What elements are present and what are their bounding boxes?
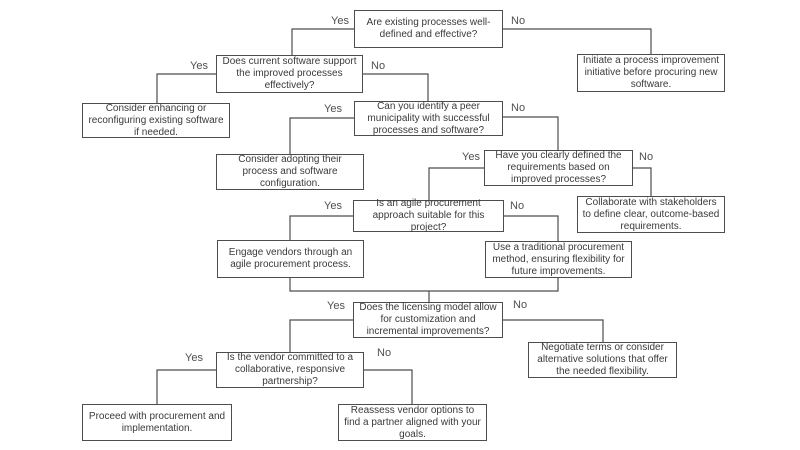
edge-label-q3-no: No [511, 102, 526, 114]
edge-q7-yes-line [156, 369, 216, 404]
edge-merge-to-q6-line [289, 278, 559, 292]
node-q7-vendor-partnership: Is the vendor committed to a collaborati… [216, 352, 364, 388]
node-q2-current-software-supports: Does current software support the improv… [216, 55, 363, 93]
edge-q1-no-line [503, 28, 652, 54]
node-consider-adopting-their-process: Consider adopting their process and soft… [216, 154, 364, 190]
edge-label-q3-yes: Yes [324, 103, 342, 115]
edge-q5-no-line [504, 215, 559, 241]
edge-label-q2-no: No [371, 60, 386, 72]
edge-label-q2-yes: Yes [190, 60, 208, 72]
edge-label-q6-yes: Yes [327, 300, 345, 312]
node-q3-peer-municipality: Can you identify a peer municipality wit… [354, 101, 503, 136]
edge-q4-yes-line [428, 167, 484, 200]
edge-q3-no-line [503, 116, 559, 150]
node-collaborate-with-stakeholders: Collaborate with stakeholders to define … [577, 196, 725, 233]
edge-label-q5-yes: Yes [324, 200, 342, 212]
edge-label-q4-yes: Yes [462, 151, 480, 163]
node-q6-licensing-model: Does the licensing model allow for custo… [353, 302, 503, 338]
edge-q3-yes-line [289, 117, 354, 154]
edge-q7-no-line [364, 369, 413, 404]
edge-label-q6-no: No [513, 299, 528, 311]
node-engage-vendors-agile: Engage vendors through an agile procurem… [217, 240, 364, 278]
edge-q6-yes-line [289, 319, 353, 352]
edge-q1-yes-line [291, 28, 354, 55]
edge-q2-yes-line [156, 73, 216, 103]
node-q4-requirements-defined: Have you clearly defined the requirement… [484, 150, 633, 186]
node-q1-processes-defined: Are existing processes well-defined and … [354, 10, 503, 48]
node-negotiate-terms: Negotiate terms or consider alternative … [528, 342, 677, 378]
edge-label-q1-yes: Yes [331, 15, 349, 27]
node-q5-agile-approach: Is an agile procurement approach suitabl… [353, 198, 504, 233]
edge-label-q7-yes: Yes [185, 352, 203, 364]
edge-q2-no-line [363, 73, 429, 101]
node-proceed-with-procurement: Proceed with procurement and implementat… [82, 404, 232, 441]
edge-label-q7-no: No [377, 347, 392, 359]
edge-label-q1-no: No [511, 15, 526, 27]
node-traditional-procurement: Use a traditional procurement method, en… [485, 241, 632, 278]
node-initiate-process-improvement: Initiate a process improvement initiativ… [577, 54, 725, 92]
edge-label-q4-no: No [639, 151, 654, 163]
edge-q6-no-line [503, 319, 604, 342]
node-reassess-vendor-options: Reassess vendor options to find a partne… [338, 404, 487, 441]
edge-q4-no-line [633, 167, 652, 196]
edge-label-q5-no: No [510, 200, 525, 212]
edge-q5-yes-line [289, 215, 353, 240]
node-consider-enhancing-software: Consider enhancing or reconfiguring exis… [82, 103, 230, 138]
